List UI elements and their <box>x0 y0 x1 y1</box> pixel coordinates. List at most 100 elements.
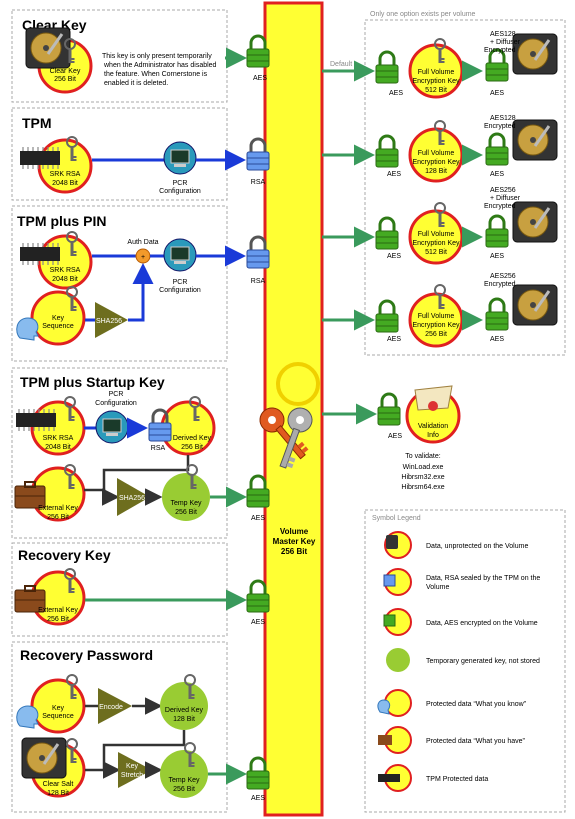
hard-drive-icon <box>20 736 68 780</box>
svg-text:Encrypted: Encrypted <box>484 47 516 54</box>
svg-text:AES: AES <box>387 336 401 343</box>
svg-text:RSA: RSA <box>251 179 266 186</box>
svg-text:WinLoad.exe: WinLoad.exe <box>403 464 444 471</box>
pcr-monitor-icon <box>163 141 197 175</box>
svg-text:Validation: Validation <box>418 423 448 430</box>
svg-text:Data, unprotected on the Volum: Data, unprotected on the Volume <box>426 543 528 550</box>
svg-text:SHA256: SHA256 <box>96 318 122 325</box>
scroll-icon <box>414 385 453 411</box>
svg-text:RSA: RSA <box>251 278 266 285</box>
svg-text:External Key: External Key <box>38 607 78 614</box>
default-label: Default <box>330 61 352 68</box>
aes-lock-icon <box>376 392 402 427</box>
svg-text:2048 Bit: 2048 Bit <box>52 276 78 283</box>
svg-text:128 Bit: 128 Bit <box>425 168 447 175</box>
rsa-lock-icon <box>147 408 173 443</box>
svg-text:+ Diffuser: + Diffuser <box>490 195 521 202</box>
recovery-password-group: Key Sequence Encode Derived Key 128 Bit … <box>16 674 271 802</box>
svg-text:Key: Key <box>52 315 65 322</box>
svg-text:TPM Protected data: TPM Protected data <box>426 776 488 783</box>
head-icon <box>16 705 39 729</box>
svg-text:AES: AES <box>490 253 504 260</box>
svg-text:AES256: AES256 <box>490 187 516 194</box>
aes-lock-icon <box>245 474 271 509</box>
svg-text:External Key: External Key <box>38 505 78 512</box>
section-title-tpm-startup: TPM plus Startup Key <box>20 374 165 390</box>
section-title-recovery-password: Recovery Password <box>20 647 153 663</box>
svg-text:AES: AES <box>490 90 504 97</box>
clear-key-group: Clear Key 256 Bit This key is only prese… <box>24 26 271 94</box>
hard-drive-icon <box>511 118 559 162</box>
svg-text:Full Volume: Full Volume <box>418 313 455 320</box>
svg-text:128 Bit: 128 Bit <box>47 790 69 797</box>
tpm-startup-group: PCR Configuration SRK RSA 2048 Bit Deriv… <box>14 391 271 522</box>
svg-text:AES: AES <box>251 619 265 626</box>
svg-text:AES: AES <box>388 433 402 440</box>
svg-text:+ Diffuser: + Diffuser <box>490 39 521 46</box>
svg-text:Encryption Key: Encryption Key <box>412 240 460 247</box>
svg-text:Encryption Key: Encryption Key <box>412 322 460 329</box>
svg-text:AES: AES <box>251 515 265 522</box>
svg-text:Full Volume: Full Volume <box>418 69 455 76</box>
svg-text:256 Bit: 256 Bit <box>425 331 447 338</box>
symbol-legend: Symbol Legend Data, unprotected on the V… <box>372 515 540 792</box>
svg-text:Hibrsm32.exe: Hibrsm32.exe <box>401 474 444 481</box>
svg-text:AES: AES <box>389 90 403 97</box>
svg-text:SHA256: SHA256 <box>119 495 145 502</box>
svg-text:Temporary generated key, not s: Temporary generated key, not stored <box>426 658 540 665</box>
svg-text:512 Bit: 512 Bit <box>425 87 447 94</box>
section-title-tpm: TPM <box>22 115 52 131</box>
svg-text:PCR: PCR <box>173 180 188 187</box>
svg-text:AES: AES <box>387 253 401 260</box>
clear-key-note-1: This key is only present temporarily <box>102 53 212 60</box>
aes-lock-icon <box>484 132 510 167</box>
svg-text:Sequence: Sequence <box>42 323 74 330</box>
section-boxes <box>11 9 566 813</box>
aes-lock-icon <box>374 134 400 169</box>
clear-key-note-3: the feature. When Cornerstone is <box>104 71 208 78</box>
validation-group: AES Validation Info To validate: WinLoad… <box>322 385 461 491</box>
svg-text:2048 Bit: 2048 Bit <box>45 444 71 451</box>
pcr-monitor-icon <box>163 238 197 272</box>
recovery-key-group: External Key 256 Bit AES <box>14 568 271 626</box>
svg-text:Full Volume: Full Volume <box>418 231 455 238</box>
svg-text:AES128: AES128 <box>490 115 516 122</box>
svg-text:Protected data “What you have”: Protected data “What you have” <box>426 738 525 745</box>
section-title-recovery-key: Recovery Key <box>18 547 111 563</box>
aes-lock-icon <box>374 299 400 334</box>
svg-text:Auth Data: Auth Data <box>127 239 158 246</box>
hard-drive-icon <box>24 26 72 70</box>
fvek-option-1: AES Full Volume Encryption Key 512 Bit A… <box>322 31 559 99</box>
rsa-lock-icon <box>245 137 271 172</box>
aes-lock-icon <box>245 756 271 791</box>
svg-text:RSA: RSA <box>151 445 166 452</box>
svg-text:Sequence: Sequence <box>42 713 74 720</box>
svg-text:AES: AES <box>253 75 267 82</box>
hard-drive-icon <box>511 283 559 327</box>
svg-text:Key: Key <box>52 705 65 712</box>
svg-text:Info: Info <box>427 432 439 439</box>
svg-text:2048 Bit: 2048 Bit <box>52 180 78 187</box>
svg-text:Hibrsm64.exe: Hibrsm64.exe <box>401 484 444 491</box>
svg-text:AES256: AES256 <box>490 273 516 280</box>
svg-text:+: + <box>141 254 145 261</box>
aes-lock-icon <box>484 214 510 249</box>
svg-text:SRK RSA: SRK RSA <box>50 171 81 178</box>
section-title-tpm-pin: TPM plus PIN <box>17 213 106 229</box>
svg-text:256 Bit: 256 Bit <box>47 616 69 623</box>
rsa-lock-icon <box>245 235 271 270</box>
svg-text:AES: AES <box>251 795 265 802</box>
aes-lock-icon <box>374 50 400 85</box>
clear-key-label-2: 256 Bit <box>54 76 76 83</box>
clear-key-note-2: when the Administrator has disabled <box>103 62 217 69</box>
svg-text:256 Bit: 256 Bit <box>175 509 197 516</box>
svg-text:PCR: PCR <box>109 391 124 398</box>
svg-text:256 Bit: 256 Bit <box>47 514 69 521</box>
svg-text:256 Bit: 256 Bit <box>181 444 203 451</box>
fvek-option-2: AES Full Volume Encryption Key 128 Bit A… <box>322 115 559 183</box>
pcr-monitor-icon <box>95 410 129 444</box>
svg-text:AES: AES <box>490 171 504 178</box>
clear-key-label-1: Clear Key <box>50 68 81 75</box>
svg-text:AES: AES <box>490 336 504 343</box>
